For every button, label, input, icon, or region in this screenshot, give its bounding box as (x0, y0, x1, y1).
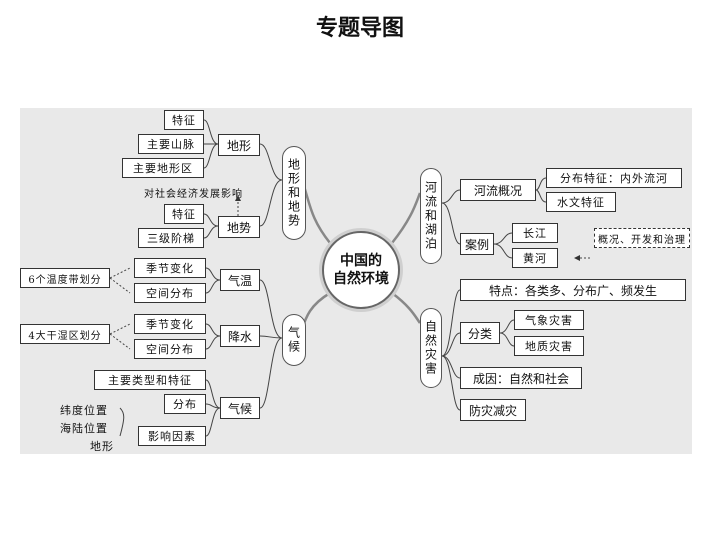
cases-box: 案例 (460, 233, 494, 255)
disaster-features-box: 特点：各类多、分布广、频发生 (460, 279, 686, 301)
main-landform-regions-box: 主要地形区 (122, 158, 204, 178)
yangtze-box: 长江 (512, 223, 558, 243)
climate-branch-label: 气候 (282, 314, 306, 366)
mind-map: 特征 主要山脉 主要地形区 地形 对社会经济发展影响 特征 三级阶梯 地势 地形… (20, 108, 692, 454)
relief-feature-box: 特征 (164, 204, 204, 224)
page-title: 专题导图 (315, 16, 404, 41)
rivers-branch-label: 河流和湖泊 (420, 168, 442, 264)
disasters-branch-label: 自然灾害 (420, 308, 442, 388)
temp-seasonal-box: 季节变化 (134, 258, 206, 278)
factor-latitude: 纬度位置 (60, 404, 108, 417)
terrain-feature-box: 特征 (164, 110, 204, 130)
moisture-regions-note: 4大干湿区划分 (20, 324, 110, 344)
climate-distribution-box: 分布 (164, 394, 206, 414)
development-note: 概况、开发和治理 (594, 228, 690, 248)
central-topic-line2: 自然环境 (333, 271, 389, 287)
precip-spatial-box: 空间分布 (134, 339, 206, 359)
connector-lines (109, 119, 609, 437)
hydro-feature-box: 水文特征 (546, 192, 616, 212)
causes-box: 成因：自然和社会 (460, 367, 582, 389)
terrain-branch-label: 地形和地势 (282, 146, 306, 240)
temp-zones-note: 6个温度带划分 (20, 268, 110, 288)
prevention-box: 防灾减灾 (460, 399, 526, 421)
climate-types-box: 主要类型和特征 (94, 370, 206, 390)
main-mountains-box: 主要山脉 (138, 134, 204, 154)
yellow-river-box: 黄河 (512, 248, 558, 268)
central-topic: 中国的 自然环境 (322, 231, 400, 309)
factor-terrain: 地形 (90, 440, 114, 453)
climate-factors-box: 影响因素 (138, 426, 206, 446)
river-overview-box: 河流概况 (460, 179, 536, 201)
precip-seasonal-box: 季节变化 (134, 314, 206, 334)
temp-spatial-box: 空间分布 (134, 283, 206, 303)
precipitation-box: 降水 (220, 325, 260, 347)
classification-box: 分类 (460, 322, 500, 344)
relief-box: 地势 (218, 216, 260, 238)
central-topic-line1: 中国的 (340, 253, 382, 269)
factor-sea-land: 海陆位置 (60, 422, 108, 435)
landform-box: 地形 (218, 134, 260, 156)
meteorological-disaster-box: 气象灾害 (514, 310, 584, 330)
economic-impact-note: 对社会经济发展影响 (144, 189, 243, 200)
climate-box: 气候 (220, 397, 260, 419)
three-steps-box: 三级阶梯 (138, 228, 204, 248)
distribution-feature-box: 分布特征：内外流河 (546, 168, 682, 188)
temperature-box: 气温 (220, 269, 260, 291)
geological-disaster-box: 地质灾害 (514, 336, 584, 356)
